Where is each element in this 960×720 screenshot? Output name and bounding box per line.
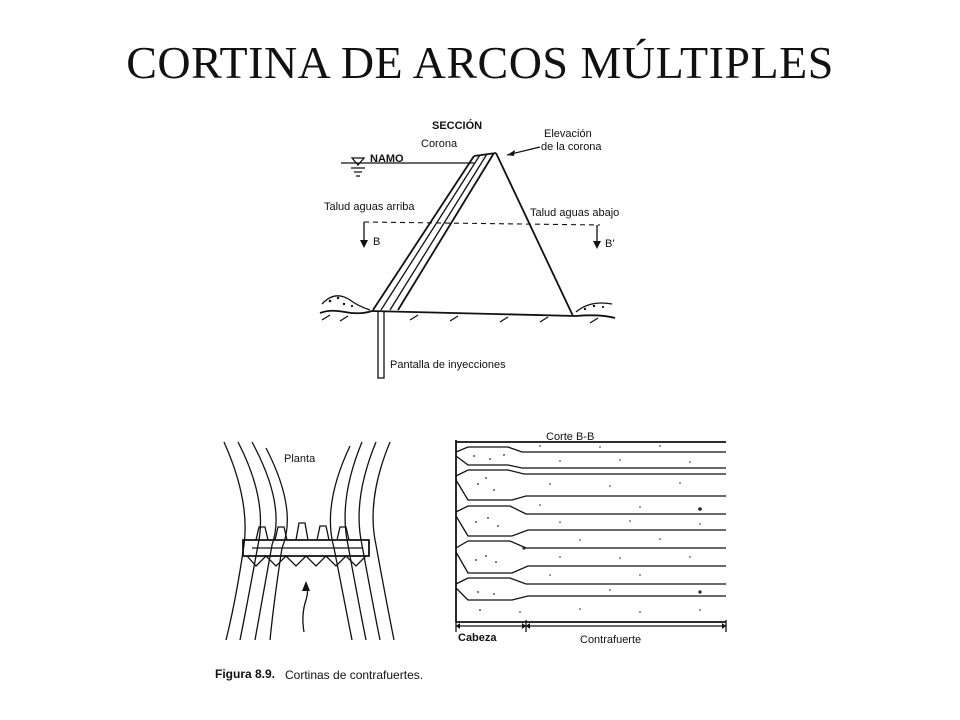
planta-label: Planta (284, 453, 316, 465)
corte-band-1-bot (455, 455, 726, 469)
section-heading: SECCIÓN (432, 119, 482, 132)
contour-right-1 (329, 445, 353, 641)
flow-arrowhead-icon (302, 581, 310, 591)
plan-dam-body (242, 539, 370, 557)
corte-band-5-bot (455, 587, 726, 601)
plan-head-3 (295, 522, 309, 541)
slide-title: CORTINA DE ARCOS MÚLTIPLES (126, 37, 834, 88)
corte-band-4-top (455, 540, 726, 549)
corte-band-1-top (455, 446, 726, 453)
water-hatch (351, 167, 365, 177)
cut-b-label: B (373, 236, 380, 248)
elevacion-arrowhead (507, 150, 515, 156)
corte-band-2-top (455, 469, 726, 477)
downstream-slope (495, 152, 574, 317)
pantalla-label: Pantalla de inyecciones (390, 359, 506, 371)
contour-left-4 (265, 447, 288, 641)
elevacion-label-2: de la corona (541, 141, 602, 153)
upstream-fill (321, 295, 371, 311)
corte-band-2-bot (455, 479, 726, 501)
cabeza-label: Cabeza (458, 632, 497, 644)
plan-head-4 (316, 525, 330, 541)
corona-label: Corona (421, 138, 458, 150)
talud-abajo-label: Talud aguas abajo (530, 207, 619, 219)
corte-view: Corte B-B (455, 431, 727, 646)
section-view: SECCIÓN Corona NAMO Elevación de la coro… (319, 119, 619, 379)
figure-caption: Figura 8.9. Cortinas de contrafuertes. (215, 667, 423, 682)
plan-view: Planta (223, 441, 395, 641)
contour-right-3 (358, 441, 381, 641)
contour-right-2 (344, 441, 367, 641)
upstream-slope-2 (380, 154, 481, 311)
contour-right-4 (372, 441, 395, 641)
cut-b-arrowhead (360, 240, 368, 248)
corte-band-5-top (455, 577, 726, 585)
upstream-slope-4 (397, 152, 495, 311)
section-cut-line (363, 221, 601, 226)
namo-label: NAMO (370, 153, 404, 165)
cut-bprime-label: B' (605, 238, 614, 250)
cut-bprime-arrowhead (593, 241, 601, 249)
downstream-fill (575, 302, 613, 313)
corte-band-3-top (455, 505, 726, 515)
talud-arriba-label: Talud aguas arriba (324, 201, 415, 213)
plan-arches (246, 555, 367, 567)
contour-left-3 (251, 441, 277, 641)
corte-band-4-bot (455, 551, 726, 574)
caption-text: Cortinas de contrafuertes. (285, 668, 423, 682)
contour-left-1 (223, 441, 246, 641)
upstream-slope-1 (372, 155, 475, 311)
ground-hatch (321, 314, 599, 324)
contour-left-2 (237, 441, 262, 641)
upstream-slope-3 (389, 153, 488, 311)
dimension-arrowheads (456, 623, 726, 629)
plan-head-5 (336, 526, 350, 541)
plan-head-1 (255, 526, 269, 541)
ground-line (319, 309, 616, 319)
elevacion-label-1: Elevación (544, 128, 592, 140)
namo-symbol (350, 157, 366, 166)
corte-label: Corte B-B (546, 431, 594, 443)
crest (473, 152, 497, 157)
corte-stipple (473, 445, 702, 613)
grout-curtain (377, 311, 385, 379)
corte-band-3-bot (455, 515, 726, 537)
plan-head-2 (274, 526, 288, 541)
caption-figure: Figura 8.9. (215, 667, 275, 681)
flow-line (302, 584, 309, 633)
contrafuerte-label: Contrafuerte (580, 634, 641, 646)
